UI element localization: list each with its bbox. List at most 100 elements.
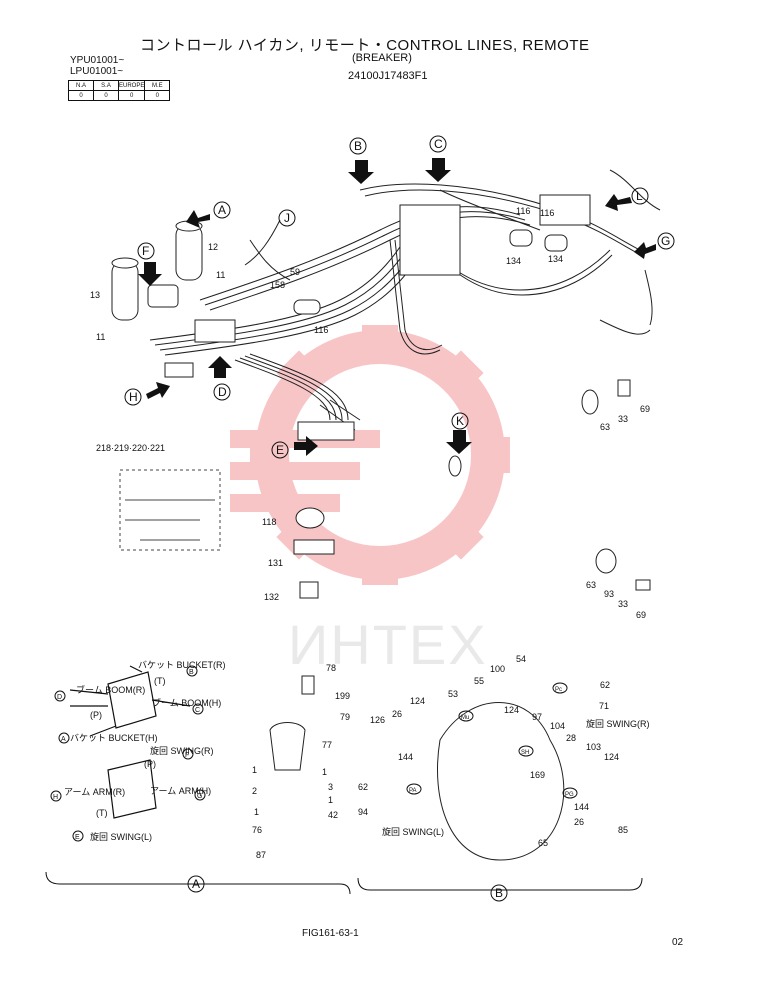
detail-b-callouts: 54 100 55 53 124 126 26 144 124 97 104 2…: [358, 654, 628, 848]
view-marker-k: K: [451, 412, 469, 430]
svg-text:169: 169: [530, 770, 545, 780]
svg-text:28: 28: [566, 733, 576, 743]
part-num: 93: [604, 589, 614, 599]
svg-text:アーム ARM(H): アーム ARM(H): [150, 786, 211, 796]
svg-text:1: 1: [322, 767, 327, 777]
svg-text:62: 62: [600, 680, 610, 690]
serial-range-1: YPU01001~: [70, 55, 125, 66]
compat-table: N.A S.A EUROPE M.E 0 0 0 0: [68, 80, 171, 101]
svg-text:A: A: [218, 203, 226, 217]
svg-text:L: L: [636, 189, 643, 203]
svg-text:B: B: [189, 669, 194, 676]
svg-text:65: 65: [538, 838, 548, 848]
svg-text:PA: PA: [409, 788, 417, 794]
part-num: 13: [90, 290, 100, 300]
svg-text:バケット BUCKET(R): バケット BUCKET(R): [138, 660, 226, 670]
view-marker-e: E: [271, 441, 289, 459]
svg-text:124: 124: [410, 696, 425, 706]
part-list-label: 218·219·220·221: [96, 443, 165, 453]
svg-text:旋回 SWING(L): 旋回 SWING(L): [382, 826, 444, 837]
svg-text:B: B: [354, 139, 362, 153]
diagram-title: コントロール ハイカン, リモート・CONTROL LINES, REMOTE: [140, 37, 590, 54]
svg-text:126: 126: [370, 715, 385, 725]
part-num: 63: [600, 422, 610, 432]
svg-text:1: 1: [254, 807, 259, 817]
svg-text:(P): (P): [144, 759, 156, 769]
svg-text:ブーム BOOM(H): ブーム BOOM(H): [152, 697, 221, 708]
component-shapes: [111, 194, 651, 861]
section-marker-b: B: [490, 884, 508, 902]
svg-text:Mu: Mu: [461, 715, 469, 721]
serial-range-2: LPU01001~: [70, 66, 124, 77]
svg-text:100: 100: [490, 664, 505, 674]
part-num: 63: [586, 580, 596, 590]
svg-text:SH: SH: [521, 750, 529, 756]
svg-text:78: 78: [326, 663, 336, 673]
svg-text:(P): (P): [90, 710, 102, 720]
svg-text:(T): (T): [154, 676, 166, 686]
section-brackets: [45, 871, 643, 895]
part-num: 33: [618, 414, 628, 424]
svg-text:旋回 SWING(R): 旋回 SWING(R): [586, 718, 650, 729]
part-num: 59: [290, 267, 300, 277]
svg-text:F: F: [142, 244, 149, 258]
svg-text:J: J: [284, 211, 290, 225]
view-marker-c: C: [429, 135, 447, 153]
svg-text:104: 104: [550, 721, 565, 731]
svg-text:62: 62: [358, 782, 368, 792]
svg-text:79: 79: [340, 712, 350, 722]
part-num: 11: [216, 270, 225, 280]
svg-text:26: 26: [392, 709, 402, 719]
svg-text:144: 144: [574, 802, 589, 812]
part-num: 69: [640, 404, 650, 414]
section-marker-a: A: [187, 875, 205, 893]
svg-text:旋回 SWING(R): 旋回 SWING(R): [150, 745, 214, 756]
part-num: 12: [208, 242, 218, 252]
part-num: 134: [506, 256, 521, 266]
part-num: 11: [96, 332, 105, 342]
svg-text:バケット BUCKET(H): バケット BUCKET(H): [70, 733, 158, 743]
svg-text:(T): (T): [96, 808, 108, 818]
figure-number: FIG161-63-1: [302, 928, 359, 939]
svg-text:旋回 SWING(L): 旋回 SWING(L): [90, 831, 152, 842]
svg-text:3: 3: [328, 782, 333, 792]
detail-a-markers: D B C A F H G E: [50, 665, 206, 842]
part-num: 116: [516, 206, 530, 216]
svg-text:124: 124: [504, 705, 519, 715]
view-arrows: [138, 158, 656, 456]
view-marker-d: D: [213, 383, 231, 401]
part-num: 69: [636, 610, 646, 620]
svg-text:K: K: [456, 414, 464, 428]
part-num: 116: [314, 325, 328, 335]
watermark-logo: [230, 325, 510, 585]
svg-text:26: 26: [574, 817, 584, 827]
view-marker-a: A: [213, 201, 231, 219]
part-num: 158: [270, 280, 285, 290]
svg-text:1: 1: [252, 765, 257, 775]
svg-text:A: A: [61, 736, 66, 743]
part-number: 24100J17483F1: [348, 70, 428, 82]
svg-text:G: G: [661, 234, 670, 248]
svg-text:PG: PG: [565, 792, 574, 798]
part-num: 131: [268, 558, 283, 568]
svg-text:H: H: [129, 390, 138, 404]
detail-b-labels: 旋回 SWING(R) 旋回 SWING(L): [382, 718, 650, 837]
svg-text:B: B: [495, 886, 503, 900]
part-num: 118: [262, 517, 276, 527]
part-num: 132: [264, 592, 279, 602]
detail-a-squares: [69, 665, 191, 819]
svg-text:2: 2: [252, 786, 257, 796]
svg-text:E: E: [75, 834, 80, 841]
svg-text:ブーム BOOM(R): ブーム BOOM(R): [76, 684, 145, 695]
compat-value: 0: [117, 90, 146, 101]
svg-text:144: 144: [398, 752, 413, 762]
svg-text:D: D: [218, 385, 227, 399]
page-number: 02: [672, 937, 684, 948]
view-marker-b: B: [349, 137, 367, 155]
svg-text:94: 94: [358, 807, 368, 817]
svg-text:53: 53: [448, 689, 458, 699]
svg-text:C: C: [195, 707, 200, 714]
svg-text:D: D: [57, 694, 62, 701]
svg-text:55: 55: [474, 676, 484, 686]
